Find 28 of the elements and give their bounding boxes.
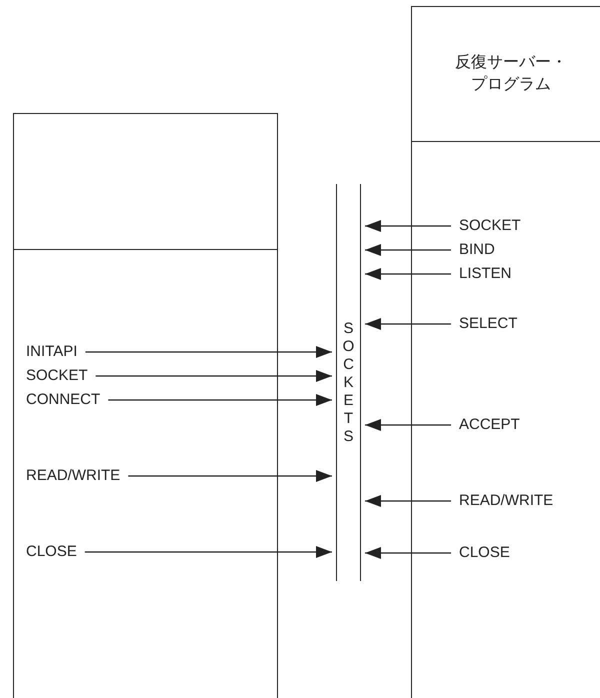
arrow bbox=[365, 244, 451, 256]
function-call-label: READ/WRITE bbox=[26, 467, 120, 485]
program-title-box: 反復サーバー・プログラム bbox=[411, 6, 600, 142]
function-call-label: ACCEPT bbox=[459, 416, 520, 434]
function-call-label: SELECT bbox=[459, 315, 518, 333]
function-call-label: READ/WRITE bbox=[459, 492, 554, 510]
function-call-label: BIND bbox=[459, 241, 495, 259]
arrow bbox=[128, 470, 332, 482]
function-call-label: CLOSE bbox=[26, 543, 77, 561]
function-call-label: LISTEN bbox=[459, 265, 512, 283]
function-call-label: CLOSE bbox=[459, 544, 510, 562]
arrow bbox=[365, 220, 451, 232]
program-header-box bbox=[13, 113, 278, 250]
function-call-label: INITAPI bbox=[26, 343, 78, 361]
function-call-label: SOCKET bbox=[459, 217, 521, 235]
arrow bbox=[85, 346, 332, 358]
arrow bbox=[365, 419, 451, 431]
sockets-band bbox=[336, 184, 361, 581]
arrow bbox=[365, 318, 451, 330]
arrow bbox=[84, 546, 332, 558]
arrow bbox=[96, 370, 332, 382]
arrow bbox=[365, 268, 451, 280]
program-body-box bbox=[13, 249, 278, 698]
arrow bbox=[365, 495, 451, 507]
function-call-label: SOCKET bbox=[26, 367, 88, 385]
arrow bbox=[108, 394, 332, 406]
arrow bbox=[365, 547, 451, 559]
function-call-label: CONNECT bbox=[26, 391, 100, 409]
